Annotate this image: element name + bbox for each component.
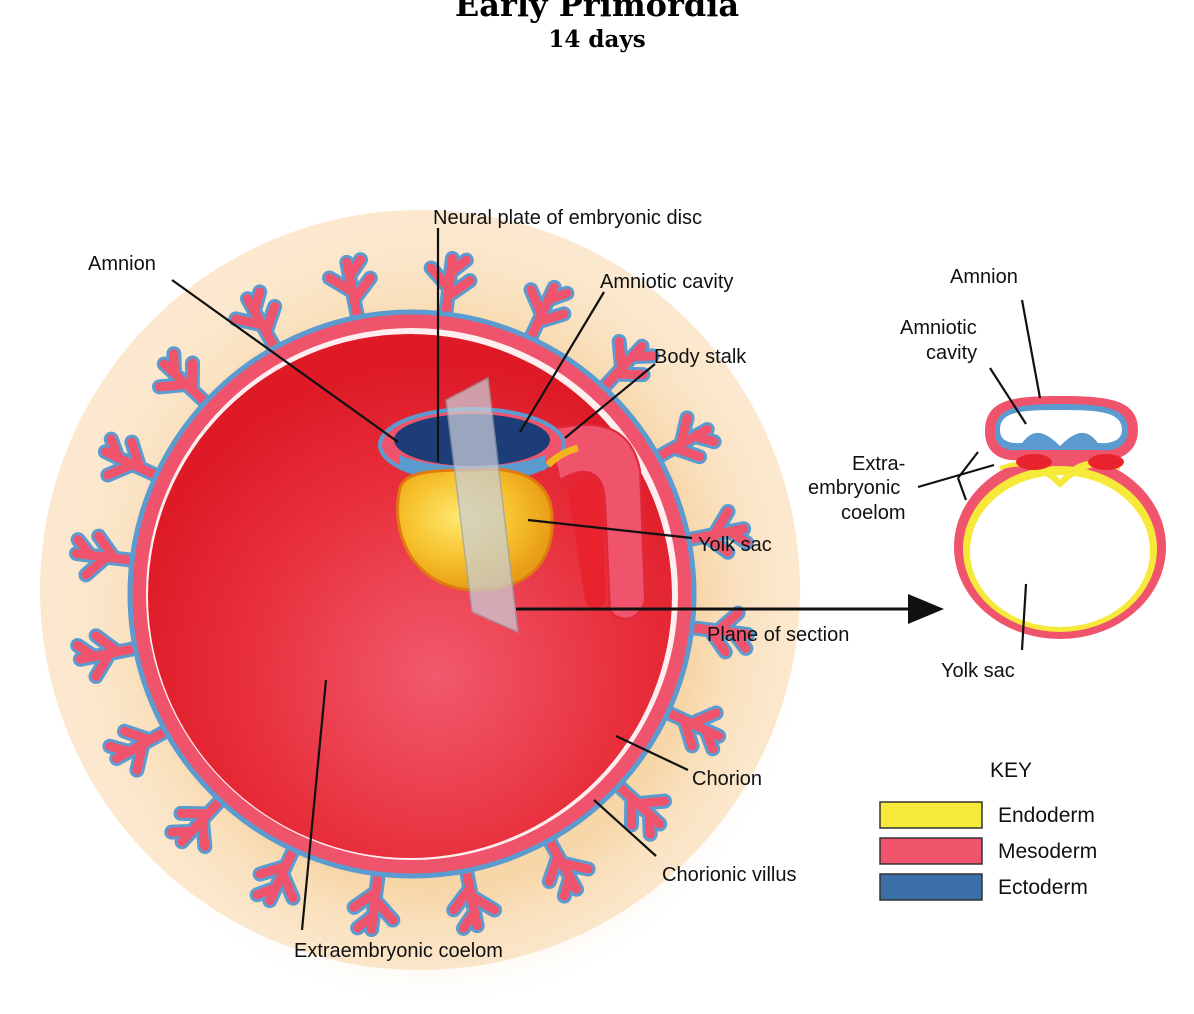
leader-section-coelom-upper xyxy=(957,451,979,479)
leader-section-amniotic-cavity xyxy=(989,367,1027,425)
leader-body-stalk xyxy=(564,363,656,439)
leader-chorion xyxy=(615,735,689,771)
leader-lines xyxy=(171,228,944,931)
leader-section-yolk-sac xyxy=(1020,583,1028,651)
label-plane-of-section: Plane of section xyxy=(707,624,849,646)
villus-core xyxy=(685,608,753,657)
label-section-extra-line3: coelom xyxy=(841,502,905,524)
villus-core xyxy=(652,413,719,463)
label-neural-plate: Neural plate of embryonic disc xyxy=(433,207,702,229)
plane-of-section-sheet xyxy=(445,376,519,634)
villus-core xyxy=(349,867,398,935)
label-amnion: Amnion xyxy=(88,253,156,275)
diagram-subtitle: 14 days xyxy=(548,26,646,53)
label-yolk-sac: Yolk sac xyxy=(698,534,772,556)
diagram-title: Early Primordia xyxy=(454,0,740,24)
leader-extraembryonic-coelom xyxy=(300,679,328,931)
villus-core xyxy=(543,834,593,901)
villus-core xyxy=(105,725,172,775)
villus-core xyxy=(71,531,139,580)
leader-amnion xyxy=(171,279,399,443)
legend-label-endoderm: Endoderm xyxy=(998,804,1095,827)
leader-yolk-sac xyxy=(527,518,693,540)
label-section-amnion: Amnion xyxy=(950,266,1018,288)
legend-swatch-ectoderm xyxy=(879,873,983,901)
leader-section-coelom xyxy=(917,463,995,489)
label-section-extra-line1: Extra- xyxy=(852,453,905,475)
leader-section-coelom-lower xyxy=(956,477,968,501)
legend-label-mesoderm: Mesoderm xyxy=(998,840,1097,863)
label-chorion: Chorion xyxy=(692,768,762,790)
legend-swatch-endoderm xyxy=(879,801,983,829)
legend-label-ectoderm: Ectoderm xyxy=(998,876,1088,899)
villus-core xyxy=(73,631,142,682)
leader-chorionic-villus xyxy=(593,799,657,857)
label-body-stalk: Body stalk xyxy=(654,346,747,368)
section-labels: Amnion Amniotic cavity Extra- embryonic … xyxy=(808,266,1018,682)
legend-swatch-mesoderm xyxy=(879,837,983,865)
label-section-amniotic-line1: Amniotic xyxy=(900,317,977,339)
villus-core xyxy=(154,349,212,408)
label-section-amniotic-line2: cavity xyxy=(926,342,977,364)
villus-core xyxy=(449,864,500,933)
villus-core xyxy=(252,843,299,906)
villus-core xyxy=(661,707,724,754)
villus-core xyxy=(525,282,572,345)
label-section-yolk-sac: Yolk sac xyxy=(941,660,1015,682)
villus-core xyxy=(598,336,657,394)
label-amniotic-cavity: Amniotic cavity xyxy=(600,271,733,293)
chorionic-villi xyxy=(68,250,756,938)
villus-core xyxy=(324,255,375,324)
villus-core xyxy=(167,794,226,852)
leader-amniotic-cavity xyxy=(519,291,605,433)
villus-core xyxy=(100,434,163,481)
main-labels: Neural plate of embryonic disc Amnion Am… xyxy=(88,207,849,962)
label-extraembryonic-coelom: Extraembryonic coelom xyxy=(294,940,503,962)
villus-core xyxy=(612,780,670,839)
villus-core xyxy=(682,506,751,557)
legend-title: KEY xyxy=(990,759,1032,782)
leader-section-amnion xyxy=(1020,299,1042,399)
section-leader-lines xyxy=(917,299,1042,651)
cross-section-diagram xyxy=(954,396,1166,639)
label-chorionic-villus: Chorionic villus xyxy=(662,864,797,886)
villus-core xyxy=(231,287,281,354)
body-stalk-cavity xyxy=(568,478,606,609)
label-section-extra-line2: embryonic xyxy=(808,477,900,499)
villus-core xyxy=(426,253,475,321)
body-stalk xyxy=(546,423,647,620)
